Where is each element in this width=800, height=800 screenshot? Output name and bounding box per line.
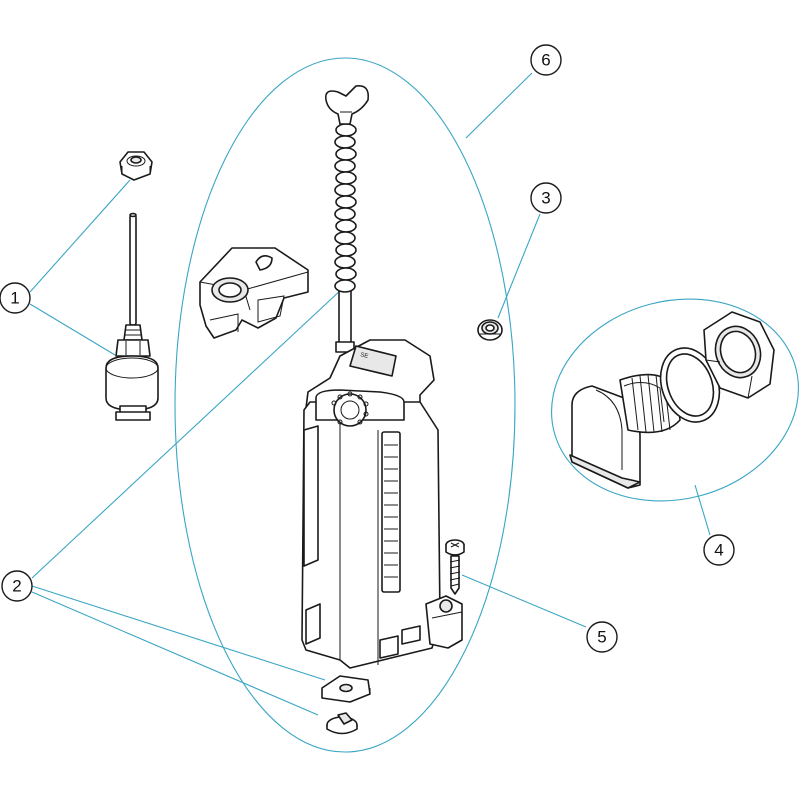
group-6-outline — [174, 57, 516, 753]
leader-6 — [465, 72, 533, 139]
leader-1-nut — [29, 179, 131, 293]
threaded-union — [569, 311, 775, 489]
group-4-outline — [551, 298, 799, 502]
round-clip — [326, 712, 358, 735]
o-ring — [659, 347, 721, 423]
leader-2-clip — [31, 591, 319, 716]
callout-5-label: 5 — [597, 628, 606, 647]
callout-6-label: 6 — [541, 51, 550, 70]
callout-5: 5 — [586, 621, 618, 653]
leader-lines — [29, 72, 711, 716]
leader-2-plate — [31, 585, 326, 681]
level-sensor — [105, 212, 159, 421]
washer-plate — [321, 675, 371, 703]
clip-bracket — [199, 247, 309, 339]
callout-6: 6 — [530, 44, 562, 76]
main-housing: SE — [301, 339, 463, 669]
callout-3-label: 3 — [541, 189, 550, 208]
hex-nut — [119, 151, 153, 181]
screw — [445, 539, 465, 595]
svg-text:SE: SE — [359, 352, 368, 360]
spring-shaft — [324, 84, 370, 353]
indicator-strip — [381, 431, 401, 593]
callout-3: 3 — [530, 182, 562, 214]
leader-3 — [497, 213, 541, 319]
callout-4-label: 4 — [714, 541, 723, 560]
spring-coils — [334, 123, 357, 293]
grommet — [477, 319, 503, 341]
leader-5 — [461, 574, 587, 628]
leader-4 — [694, 484, 711, 536]
union-nut — [703, 311, 775, 399]
callout-2: 2 — [1, 570, 33, 602]
callout-2-label: 2 — [12, 577, 21, 596]
callout-1-label: 1 — [10, 289, 19, 308]
leader-1-sensor — [29, 303, 116, 356]
callout-1: 1 — [0, 282, 31, 314]
callout-4: 4 — [703, 534, 735, 566]
leader-2-spring — [31, 287, 344, 579]
